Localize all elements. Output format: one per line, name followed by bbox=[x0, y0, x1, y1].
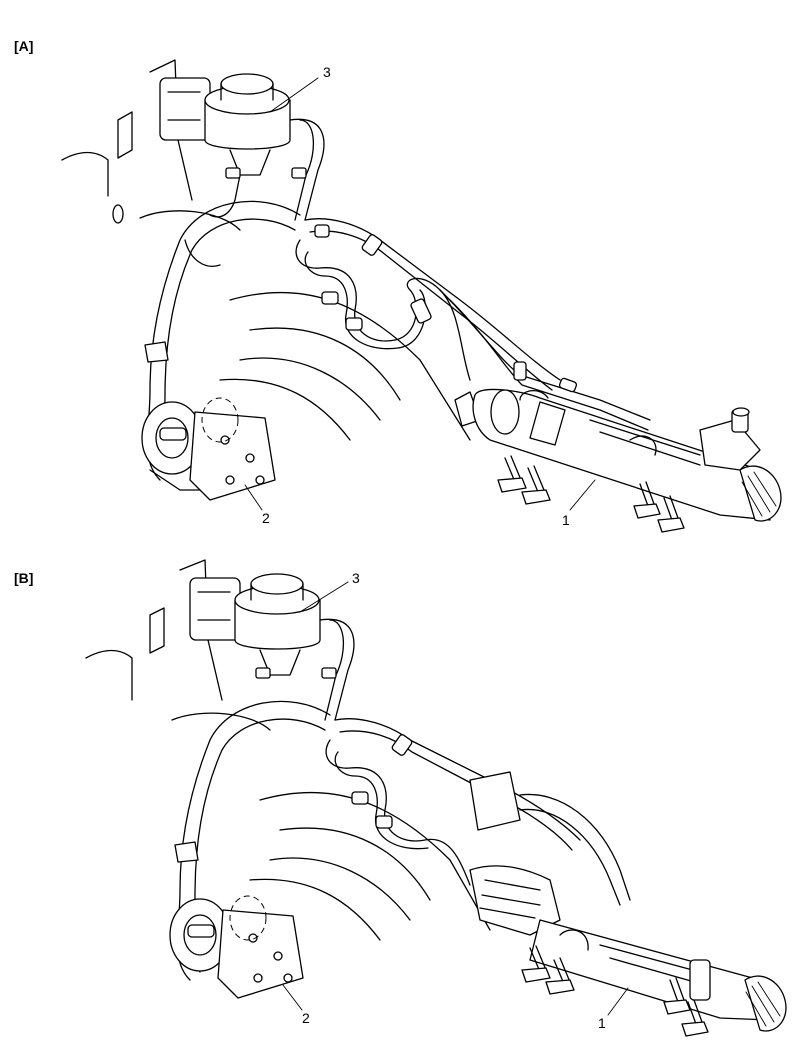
body-bracket bbox=[149, 607, 165, 654]
reservoir bbox=[189, 573, 321, 676]
engine-cover-edge bbox=[171, 712, 271, 731]
callout-pump: 2 bbox=[302, 1010, 310, 1026]
body-outline-left bbox=[85, 649, 133, 701]
callout-reservoir: 3 bbox=[352, 570, 360, 586]
engine-lower-contour bbox=[259, 791, 491, 931]
mounting-bolts bbox=[497, 455, 685, 533]
steering-rack bbox=[469, 865, 787, 1032]
leader-reservoir bbox=[269, 77, 319, 113]
panel-label: [B] bbox=[14, 570, 34, 586]
loop-line bbox=[325, 739, 471, 886]
loop-line bbox=[295, 239, 471, 381]
engine-lower-contour bbox=[229, 291, 471, 441]
power-steering-layout-a bbox=[61, 59, 782, 533]
body-bracket bbox=[117, 111, 133, 159]
diagram-panel-b: [B] bbox=[0, 540, 800, 1055]
callout-rack: 1 bbox=[562, 512, 570, 528]
leader-pump bbox=[282, 984, 303, 1011]
power-steering-layout-b bbox=[85, 559, 787, 1037]
leader-rack bbox=[607, 987, 629, 1016]
power-steering-pump bbox=[141, 397, 276, 501]
leader-pump bbox=[244, 484, 263, 511]
mounting-bolts bbox=[521, 945, 709, 1037]
leader-reservoir bbox=[299, 581, 349, 613]
pressure-hose bbox=[304, 218, 561, 381]
leader-rack bbox=[569, 479, 596, 511]
callout-rack: 1 bbox=[598, 1015, 606, 1031]
engine-cover-edge bbox=[139, 210, 241, 231]
body-outline-left bbox=[61, 151, 109, 197]
pressure-hose bbox=[334, 718, 581, 841]
callout-pump: 2 bbox=[262, 510, 270, 526]
steering-rack bbox=[454, 388, 782, 522]
reservoir bbox=[159, 73, 291, 176]
panel-label: [A] bbox=[14, 38, 34, 54]
diagram-panel-a: [A] bbox=[14, 38, 782, 533]
power-steering-pump bbox=[169, 895, 304, 999]
callout-reservoir: 3 bbox=[323, 64, 331, 80]
